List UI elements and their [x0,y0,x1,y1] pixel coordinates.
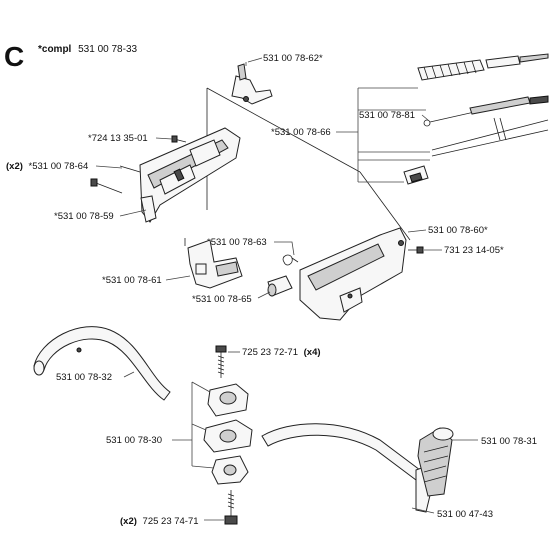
num-725-23-74-71: 725 23 74-71 [143,516,199,527]
label-531-00-47-43: 531 00 47-43 [437,509,493,520]
label-531-00-78-66: *531 00 78-66 [271,127,331,138]
screw-724-13-35-01 [171,135,187,143]
num-531-00-78-64: *531 00 78-64 [29,161,89,172]
label-731-23-14-05: 731 23 14-05* [444,245,504,256]
title-number: 531 00 78-33 [78,44,137,55]
label-531-00-78-81: 531 00 78-81 [359,110,415,121]
throttle-trigger-part [231,63,273,105]
label-531-00-78-62: 531 00 78-62* [263,53,323,64]
label-531-00-78-65: *531 00 78-65 [192,294,252,305]
qty-725-23-72-71: (x4) [304,347,321,358]
num-725-23-72-71: 725 23 72-71 [242,347,298,358]
label-531-00-78-31: 531 00 78-31 [481,436,537,447]
label-531-00-78-61: *531 00 78-61 [102,275,162,286]
lock-button-531-00-78-65 [267,275,293,297]
handle-housing-right [299,227,407,321]
lever-531-00-78-61 [187,239,243,289]
label-531-00-78-63: *531 00 78-63 [207,237,267,248]
throttle-spring [417,53,549,81]
screw-725-23-72-71 [215,345,227,378]
clamp-set-531-00-78-30 [203,383,253,485]
front-handle-531-00-47-43 [261,423,439,513]
title-prefix: *compl [38,44,72,55]
handle-housing-left [139,127,241,223]
spring-531-00-78-63 [282,254,299,266]
label-531-00-78-32: 531 00 78-32 [56,372,112,383]
assembly-title: *compl 531 00 78-33 [38,44,138,55]
section-letter: C [4,41,24,72]
label-531-00-78-60: 531 00 78-60* [428,225,488,236]
tube-handle-531-00-78-32 [33,326,171,401]
label-531-00-78-59: *531 00 78-59 [54,211,114,222]
qty-725-23-74-71: (x2) [120,516,137,527]
label-531-00-78-64: (x2) *531 00 78-64 [6,161,88,172]
screw-731-23-14-05 [408,246,424,254]
screw-725-23-74-71 [224,490,238,525]
qty-531-00-78-64: (x2) [6,161,23,172]
throttle-cable-831 [423,95,549,127]
label-725-23-72-71: 725 23 72-71 (x4) [242,347,321,358]
label-725-23-74-71: (x2) 725 23 74-71 [120,516,199,527]
label-531-00-78-30: 531 00 78-30 [106,435,162,446]
throttle-cable-866 [403,117,549,185]
screw-531-00-78-64 [90,165,141,194]
label-724-13-35-01: *724 13 35-01 [88,133,148,144]
handle-grip-531-00-78-31 [417,427,454,497]
